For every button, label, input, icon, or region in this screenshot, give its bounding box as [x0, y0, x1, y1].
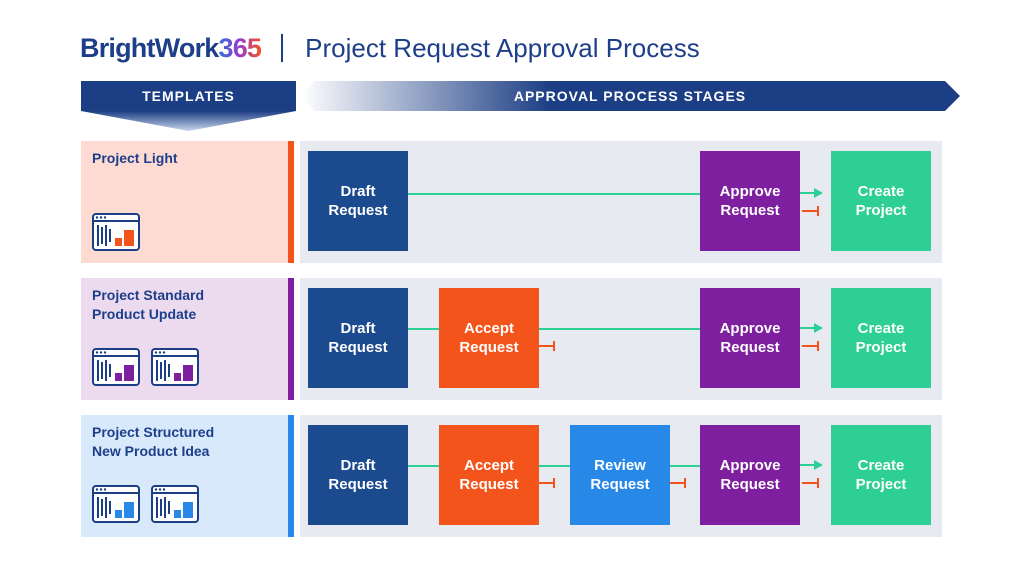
template-window-icon [151, 348, 199, 386]
template-name: Project Structured New Product Idea [92, 424, 215, 459]
stage-accept-request[interactable]: Accept Request [439, 425, 539, 525]
stage-draft-request[interactable]: Draft Request [308, 425, 408, 525]
template-accent-bar [288, 141, 294, 263]
template-row-project-standard: Project Standard Product Update [81, 278, 942, 400]
template-panel[interactable]: Project Light [81, 141, 288, 263]
flow-connector [539, 328, 700, 330]
templates-banner: TEMPLATES [81, 81, 296, 111]
flow-connector [408, 193, 700, 195]
stages-arrow [300, 81, 960, 111]
stage-draft-request[interactable]: Draft Request [308, 151, 408, 251]
stage-create-project[interactable]: Create Project [831, 425, 931, 525]
template-window-icon [92, 213, 140, 251]
templates-wedge [81, 111, 296, 131]
flow-connector [539, 465, 570, 467]
header-divider [281, 34, 284, 62]
stage-approve-request[interactable]: Approve Request [700, 151, 800, 251]
template-panel[interactable]: Project Structured New Product Idea [81, 415, 288, 537]
stage-draft-request[interactable]: Draft Request [308, 288, 408, 388]
flow-connector [408, 328, 439, 330]
template-panel[interactable]: Project Standard Product Update [81, 278, 288, 400]
template-window-icon [92, 485, 140, 523]
flow-connector [670, 465, 700, 467]
logo-number: 365 [218, 32, 262, 63]
header: BrightWork365 Project Request Approval P… [80, 30, 700, 66]
stage-approve-request[interactable]: Approve Request [700, 425, 800, 525]
flow-connector [408, 465, 439, 467]
template-row-project-light: Project Light Draft Request Approve Requ… [81, 141, 942, 263]
template-window-icon [92, 348, 140, 386]
template-name: Project Light [92, 150, 178, 166]
stage-approve-request[interactable]: Approve Request [700, 288, 800, 388]
template-accent-bar [288, 415, 294, 537]
page-title: Project Request Approval Process [305, 32, 700, 63]
stage-create-project[interactable]: Create Project [831, 288, 931, 388]
template-row-project-structured: Project Structured New Product Idea [81, 415, 942, 537]
template-accent-bar [288, 278, 294, 400]
brightwork-logo: BrightWork365 [80, 32, 262, 64]
template-name: Project Standard Product Update [92, 287, 205, 322]
logo-word: BrightWork [80, 32, 219, 63]
stages-banner-label: APPROVAL PROCESS STAGES [513, 88, 747, 104]
template-window-icon [151, 485, 199, 523]
stage-review-request[interactable]: Review Request [570, 425, 670, 525]
stage-accept-request[interactable]: Accept Request [439, 288, 539, 388]
stage-create-project[interactable]: Create Project [831, 151, 931, 251]
